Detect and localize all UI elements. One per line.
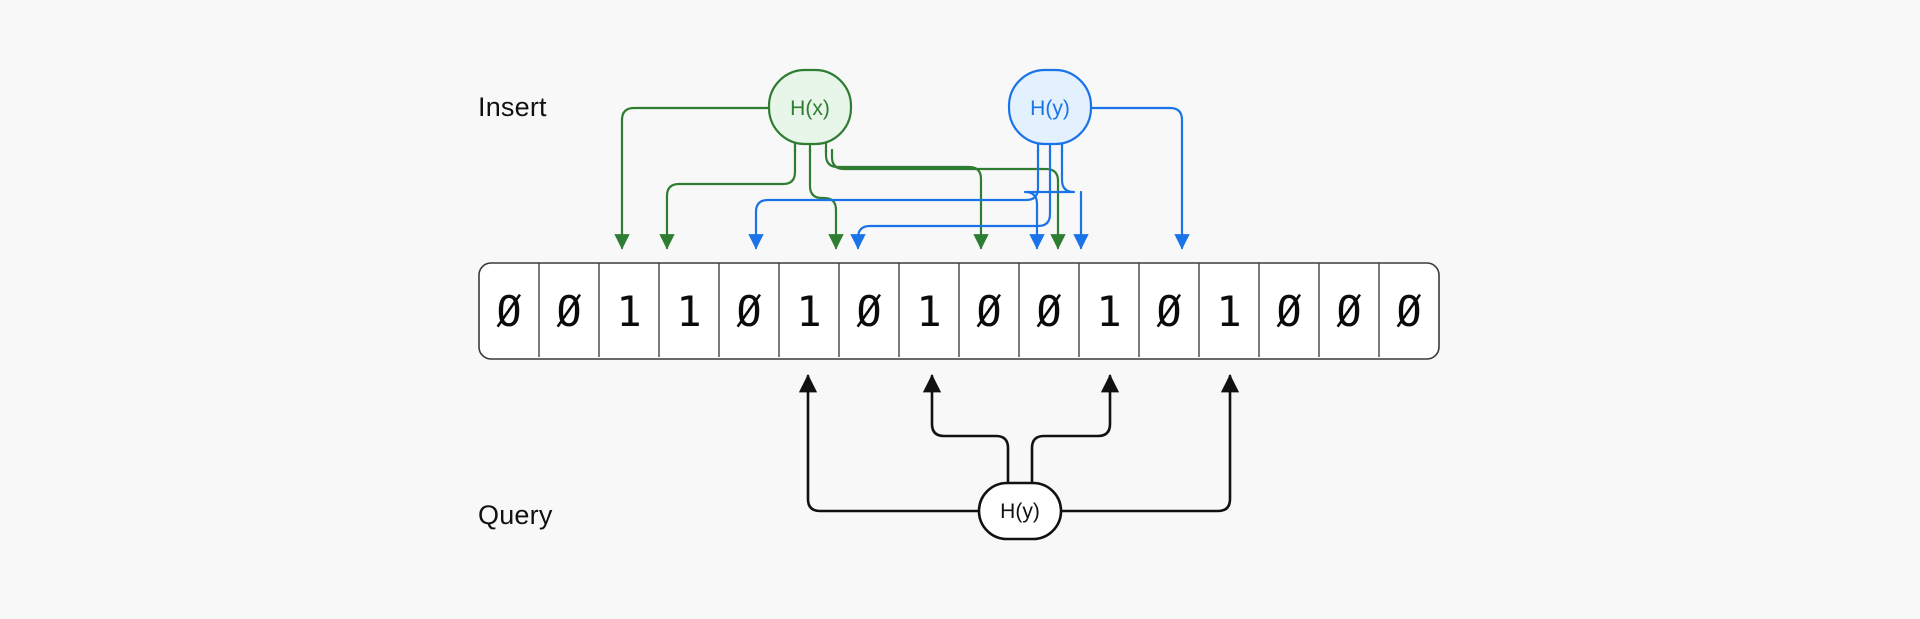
query-edge-cell-10 bbox=[1030, 374, 1120, 483]
node-insert-hx-label: H(x) bbox=[790, 97, 830, 120]
bit-cell-8[interactable]: Ø bbox=[976, 287, 1001, 336]
blue-edge-cell-13 bbox=[1067, 106, 1182, 248]
bit-cell-9[interactable]: Ø bbox=[1036, 287, 1061, 336]
bit-cell-1[interactable]: Ø bbox=[556, 287, 581, 336]
blue-edge-cell-5 bbox=[748, 148, 1040, 250]
insert-edges-green bbox=[614, 106, 1066, 250]
node-insert-hy-label: H(y) bbox=[1030, 97, 1070, 120]
bit-cell-14[interactable]: Ø bbox=[1336, 287, 1361, 336]
insert-edges-blue bbox=[748, 106, 1182, 250]
green-edge-cell-2 bbox=[614, 106, 771, 250]
bit-cell-15[interactable]: Ø bbox=[1396, 287, 1421, 336]
insert-label: Insert bbox=[478, 92, 547, 122]
bit-cell-3[interactable]: 1 bbox=[676, 287, 701, 336]
blue-edge-cell-7 bbox=[850, 148, 1052, 250]
bit-cell-2[interactable]: 1 bbox=[616, 287, 641, 336]
node-insert-hx[interactable]: H(x) bbox=[767, 68, 853, 146]
bit-cell-11[interactable]: Ø bbox=[1156, 287, 1181, 336]
bit-cell-0[interactable]: Ø bbox=[496, 287, 521, 336]
bit-cell-10[interactable]: 1 bbox=[1096, 287, 1121, 336]
blue-edge-cell-10 bbox=[1023, 148, 1076, 250]
query-edge-cell-5 bbox=[798, 374, 981, 513]
query-edges bbox=[798, 374, 1240, 513]
green-edge-cell-10 bbox=[824, 148, 989, 250]
node-query-hy-label: H(y) bbox=[1000, 500, 1040, 523]
node-query-hy-shape[interactable] bbox=[977, 481, 1063, 541]
green-edge-cell-5 bbox=[808, 148, 844, 250]
green-edge-cell-12 bbox=[830, 148, 1066, 250]
bit-cell-13[interactable]: Ø bbox=[1276, 287, 1301, 336]
bit-cell-7[interactable]: 1 bbox=[916, 287, 941, 336]
bit-cell-5[interactable]: 1 bbox=[796, 287, 821, 336]
query-edge-cell-12 bbox=[1059, 374, 1240, 513]
node-insert-hy[interactable]: H(y) bbox=[1007, 68, 1093, 146]
bit-cell-4[interactable]: Ø bbox=[736, 287, 761, 336]
bit-cell-6[interactable]: Ø bbox=[856, 287, 881, 336]
query-edge-cell-7 bbox=[922, 374, 1010, 483]
green-edge-cell-3 bbox=[659, 148, 797, 250]
bit-cell-12[interactable]: 1 bbox=[1216, 287, 1241, 336]
query-label: Query bbox=[478, 500, 553, 530]
node-query-hy[interactable]: H(y) bbox=[977, 481, 1063, 541]
node-insert-hy-shape[interactable] bbox=[1007, 68, 1093, 146]
node-insert-hx-shape[interactable] bbox=[767, 68, 853, 146]
